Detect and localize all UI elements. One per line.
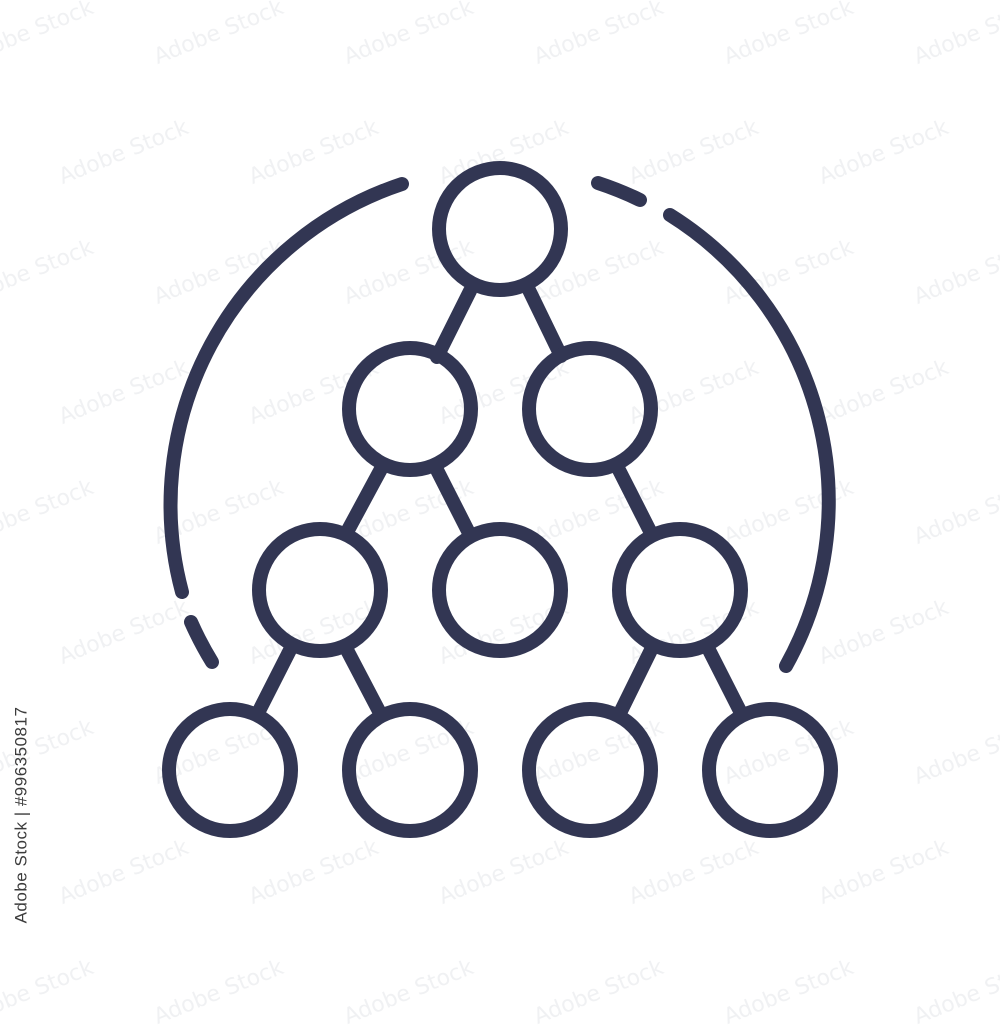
connector-line — [613, 643, 658, 720]
connector-line — [251, 643, 297, 720]
tree-node-level4-3 — [522, 702, 658, 838]
tree-node-level3-center — [432, 522, 568, 658]
connector-line — [430, 463, 477, 542]
tree-node-level4-2 — [342, 702, 478, 838]
connector-line — [340, 643, 387, 720]
tree-node-level4-1 — [162, 702, 298, 838]
tree-node-level4-4 — [702, 702, 838, 838]
tree-node-level2-right — [522, 341, 658, 477]
tree-node-level2-left — [342, 341, 478, 477]
connector-line — [612, 463, 659, 542]
enclosing-arc-left — [163, 177, 409, 599]
connector-line — [702, 643, 748, 720]
connector-line — [430, 284, 477, 364]
connector-line — [521, 281, 568, 363]
tree-node-level3-left — [252, 522, 388, 658]
stock-id-text: Adobe Stock | #996350817 — [11, 706, 30, 924]
stock-id-label: Adobe Stock | #996350817 — [6, 707, 36, 924]
connector-line — [340, 462, 388, 539]
tree-node-level3-right — [612, 522, 748, 658]
enclosing-arc-top-dash — [591, 176, 647, 207]
enclosing-arc-right — [663, 208, 836, 673]
tree-node-root — [432, 161, 568, 297]
enclosing-arc-left-dash — [184, 615, 219, 669]
hierarchy-tree-icon — [162, 161, 838, 838]
